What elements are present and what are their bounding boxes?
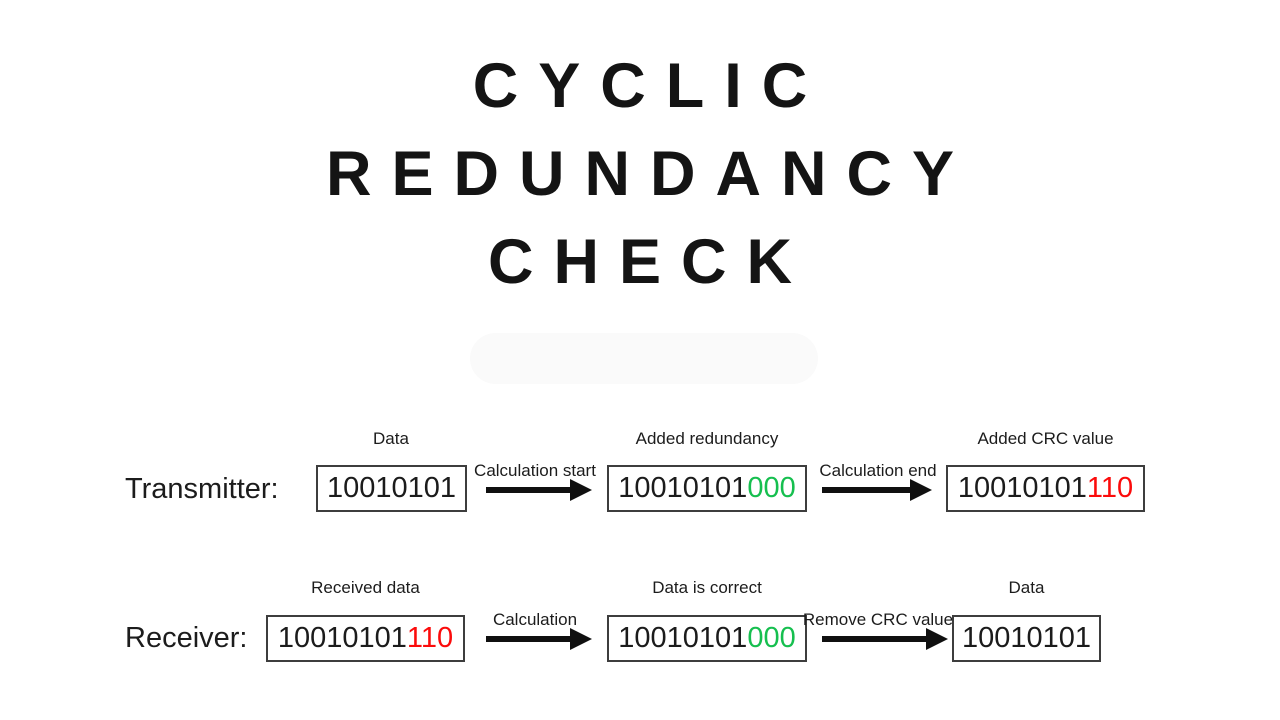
arrow-label-calculation-start: Calculation start (474, 461, 596, 480)
caption-added-redundancy: Added redundancy (635, 429, 779, 448)
arrow-remove-crc-value (822, 628, 948, 650)
bit-box-tx-data: 10010101 (316, 465, 467, 512)
bits-prefix: 10010101 (961, 622, 1092, 654)
caption-received-data: Received data (311, 578, 420, 597)
arrow-head-icon (570, 628, 592, 650)
arrow-calculation-start (486, 479, 592, 501)
bits-prefix: 10010101 (277, 622, 407, 654)
bits-suffix-green: 000 (747, 472, 796, 504)
bits-suffix-green: 000 (747, 622, 796, 654)
caption-data-final: Data (1008, 578, 1045, 597)
arrow-head-icon (910, 479, 932, 501)
bits-prefix: 10010101 (957, 472, 1087, 504)
receiver-label: Receiver: (125, 622, 248, 654)
highlight-swoosh (470, 333, 818, 384)
title-line-2: REDUNDANCY (325, 139, 974, 209)
arrow-head-icon (570, 479, 592, 501)
arrow-label-remove-crc-value: Remove CRC value (802, 610, 954, 629)
arrow-calculation-end (822, 479, 932, 501)
caption-added-crc-value: Added CRC value (977, 429, 1114, 448)
page-title: CYCLIC REDUNDANCY CHECK (0, 42, 1280, 306)
caption-data-is-correct: Data is correct (652, 578, 762, 597)
arrow-label-calculation-end: Calculation end (819, 461, 937, 480)
transmitter-label: Transmitter: (125, 473, 279, 505)
arrow-shaft (822, 487, 910, 493)
bits-suffix-red: 110 (406, 622, 454, 654)
arrow-label-calculation: Calculation (492, 610, 578, 629)
bits-prefix: 10010101 (618, 622, 748, 654)
title-line-3: CHECK (487, 227, 812, 297)
bit-box-rx-data: 10010101 (952, 615, 1101, 662)
bits-prefix: 10010101 (618, 472, 748, 504)
caption-data: Data (373, 429, 409, 448)
bits-suffix-red: 110 (1086, 472, 1134, 504)
bits-prefix: 10010101 (326, 472, 457, 504)
arrow-head-icon (926, 628, 948, 650)
arrow-shaft (822, 636, 926, 642)
arrow-calculation (486, 628, 592, 650)
title-line-1: CYCLIC (472, 51, 828, 121)
arrow-shaft (486, 636, 570, 642)
arrow-shaft (486, 487, 570, 493)
